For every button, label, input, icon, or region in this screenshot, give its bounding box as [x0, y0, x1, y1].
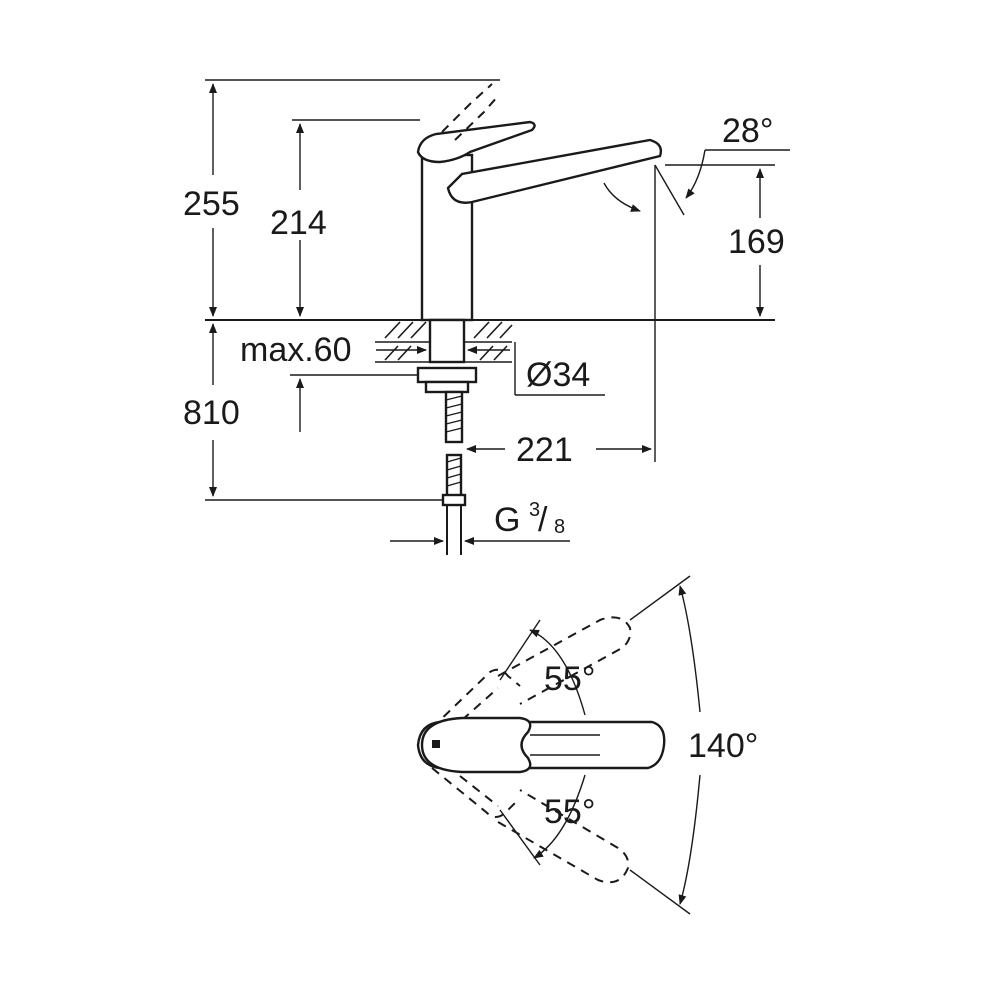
mark-icon: [432, 740, 440, 748]
dimension-spout-angle: 28°: [603, 112, 790, 216]
dimension-lever-height: 214: [270, 119, 420, 317]
dimension-swivel-upper: 55°: [499, 619, 595, 716]
label-g: G: [494, 501, 520, 539]
lever-top-solid: [416, 716, 666, 774]
label-55-lower: 55°: [544, 793, 595, 831]
label-169: 169: [728, 223, 785, 261]
label-810: 810: [183, 394, 240, 432]
label-g-slash: /: [538, 501, 548, 539]
dimension-hole-diameter: Ø34: [514, 342, 605, 396]
dimension-spout-height: 169: [665, 164, 785, 317]
label-140: 140°: [688, 727, 758, 765]
top-view: 55° 55° 140°: [416, 575, 758, 915]
label-diam34: Ø34: [526, 356, 590, 394]
label-255: 255: [183, 185, 240, 223]
label-g-num: 3: [529, 499, 540, 521]
dimension-hose-length: 810: [183, 323, 442, 501]
label-28deg: 28°: [722, 112, 773, 150]
side-view: 255 214 169 28° max.60: [183, 79, 790, 555]
dimension-swivel-lower: 55°: [499, 774, 595, 866]
dimension-total-height: 255: [183, 79, 500, 317]
swivel-positions-dashed: [431, 616, 632, 884]
dimension-swivel-total: 140°: [629, 575, 758, 915]
label-214: 214: [270, 204, 327, 242]
faucet-body: [416, 83, 663, 555]
label-221: 221: [516, 431, 573, 469]
dimension-connection: G 3 / 8: [390, 499, 570, 545]
dimension-max-thickness: max.60: [240, 331, 510, 369]
label-max60: max.60: [240, 331, 352, 369]
label-55-upper: 55°: [544, 660, 595, 698]
dimension-spout-reach: 221: [466, 165, 656, 469]
label-g-den: 8: [554, 516, 565, 538]
